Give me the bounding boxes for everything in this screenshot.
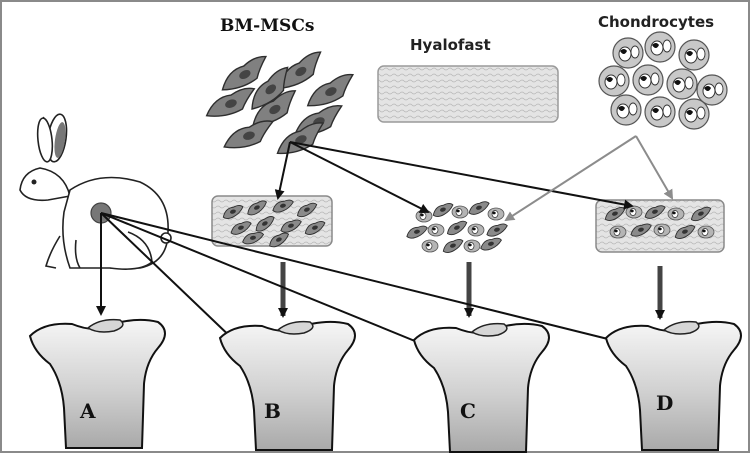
bone-label-d: D	[656, 391, 673, 415]
rabbit-icon	[19, 113, 172, 270]
arrow-icon	[504, 135, 637, 222]
arrow-icon	[100, 212, 240, 346]
label-chondrocytes: Chondrocytes	[598, 13, 714, 31]
bone-d: D	[605, 320, 742, 451]
msc-arrows	[274, 141, 634, 213]
arrow-icon	[274, 141, 291, 200]
bone-a: A	[29, 318, 166, 449]
scaffold-msc-construct	[211, 195, 333, 250]
rabbit-arrows	[96, 212, 630, 350]
bone-label-a: A	[79, 399, 96, 423]
bone-c: C	[413, 322, 550, 453]
chondrocyte-arrows	[504, 135, 674, 222]
hyalofast-scaffold-icon	[377, 65, 559, 123]
scaffold-coculture-construct	[595, 199, 725, 253]
label-hyalofast: Hyalofast	[410, 36, 491, 54]
arrow-icon	[635, 135, 674, 200]
arrow-icon	[100, 212, 630, 347]
implant-arrows	[278, 262, 665, 320]
arrow-icon	[100, 212, 434, 350]
arrow-icon	[289, 141, 430, 213]
bone-b: B	[219, 320, 356, 451]
bone-label-b: B	[264, 399, 281, 423]
bone-label-c: C	[460, 399, 476, 423]
arrow-icon	[289, 141, 634, 210]
label-bm-mscs: BM-MSCs	[220, 16, 314, 36]
